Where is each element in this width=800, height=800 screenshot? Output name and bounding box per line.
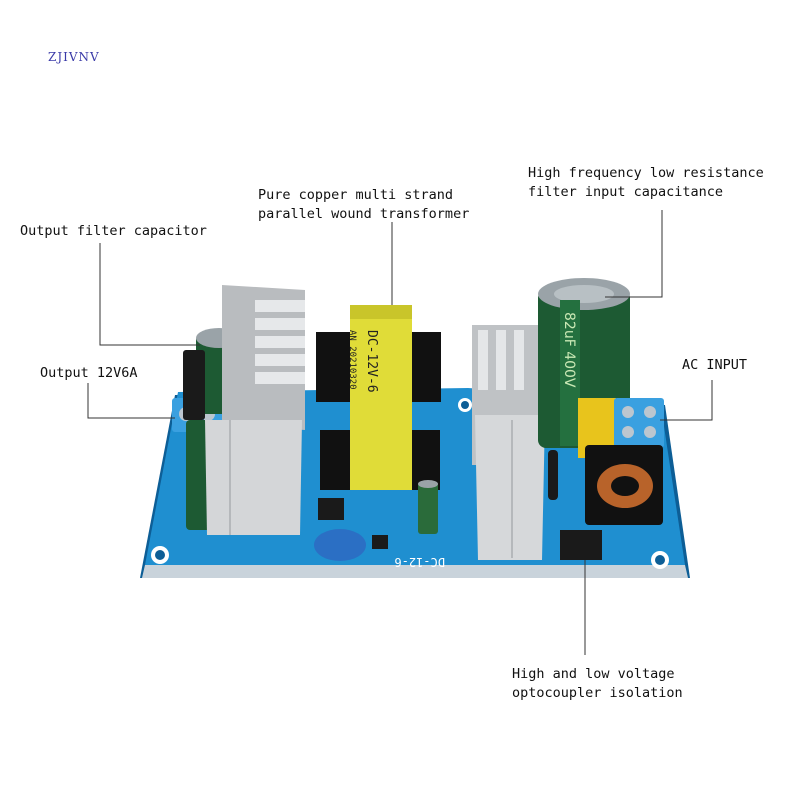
optocoupler (560, 530, 602, 560)
callout-output-12v6a: Output 12V6A (40, 365, 138, 381)
callout-input-capacitance: High frequency low resistance filter inp… (528, 164, 764, 202)
callout-optocoupler-line1: High and low voltage (512, 666, 675, 682)
board-model-label: DC-12-6 (394, 555, 445, 569)
input-capacitor-rating: 82uF 400V (561, 312, 577, 388)
small-components (314, 450, 558, 561)
callout-ac-input: AC INPUT (682, 357, 748, 373)
ac-input-section (578, 398, 664, 525)
transformer (316, 222, 441, 490)
callout-output-filter-capacitor: Output filter capacitor (20, 223, 207, 239)
transformer-label: DC-12V-6 (364, 330, 379, 393)
callout-transformer: Pure copper multi strand parallel wound … (258, 186, 469, 224)
brand-watermark: ZJIVNV (48, 50, 100, 64)
callout-transformer-line2: parallel wound transformer (258, 206, 470, 222)
callout-transformer-line1: Pure copper multi strand (258, 187, 454, 203)
callout-optocoupler-line2: optocoupler isolation (512, 685, 683, 701)
transformer-code: AN 20210320 (347, 330, 357, 390)
output-heatsink (205, 285, 305, 535)
input-heatsink (472, 325, 545, 560)
callout-input-capacitance-line2: filter input capacitance (528, 184, 724, 200)
callout-optocoupler: High and low voltage optocoupler isolati… (512, 665, 683, 703)
callout-input-capacitance-line1: High frequency low resistance (528, 165, 764, 181)
leader-lines (87, 210, 713, 655)
